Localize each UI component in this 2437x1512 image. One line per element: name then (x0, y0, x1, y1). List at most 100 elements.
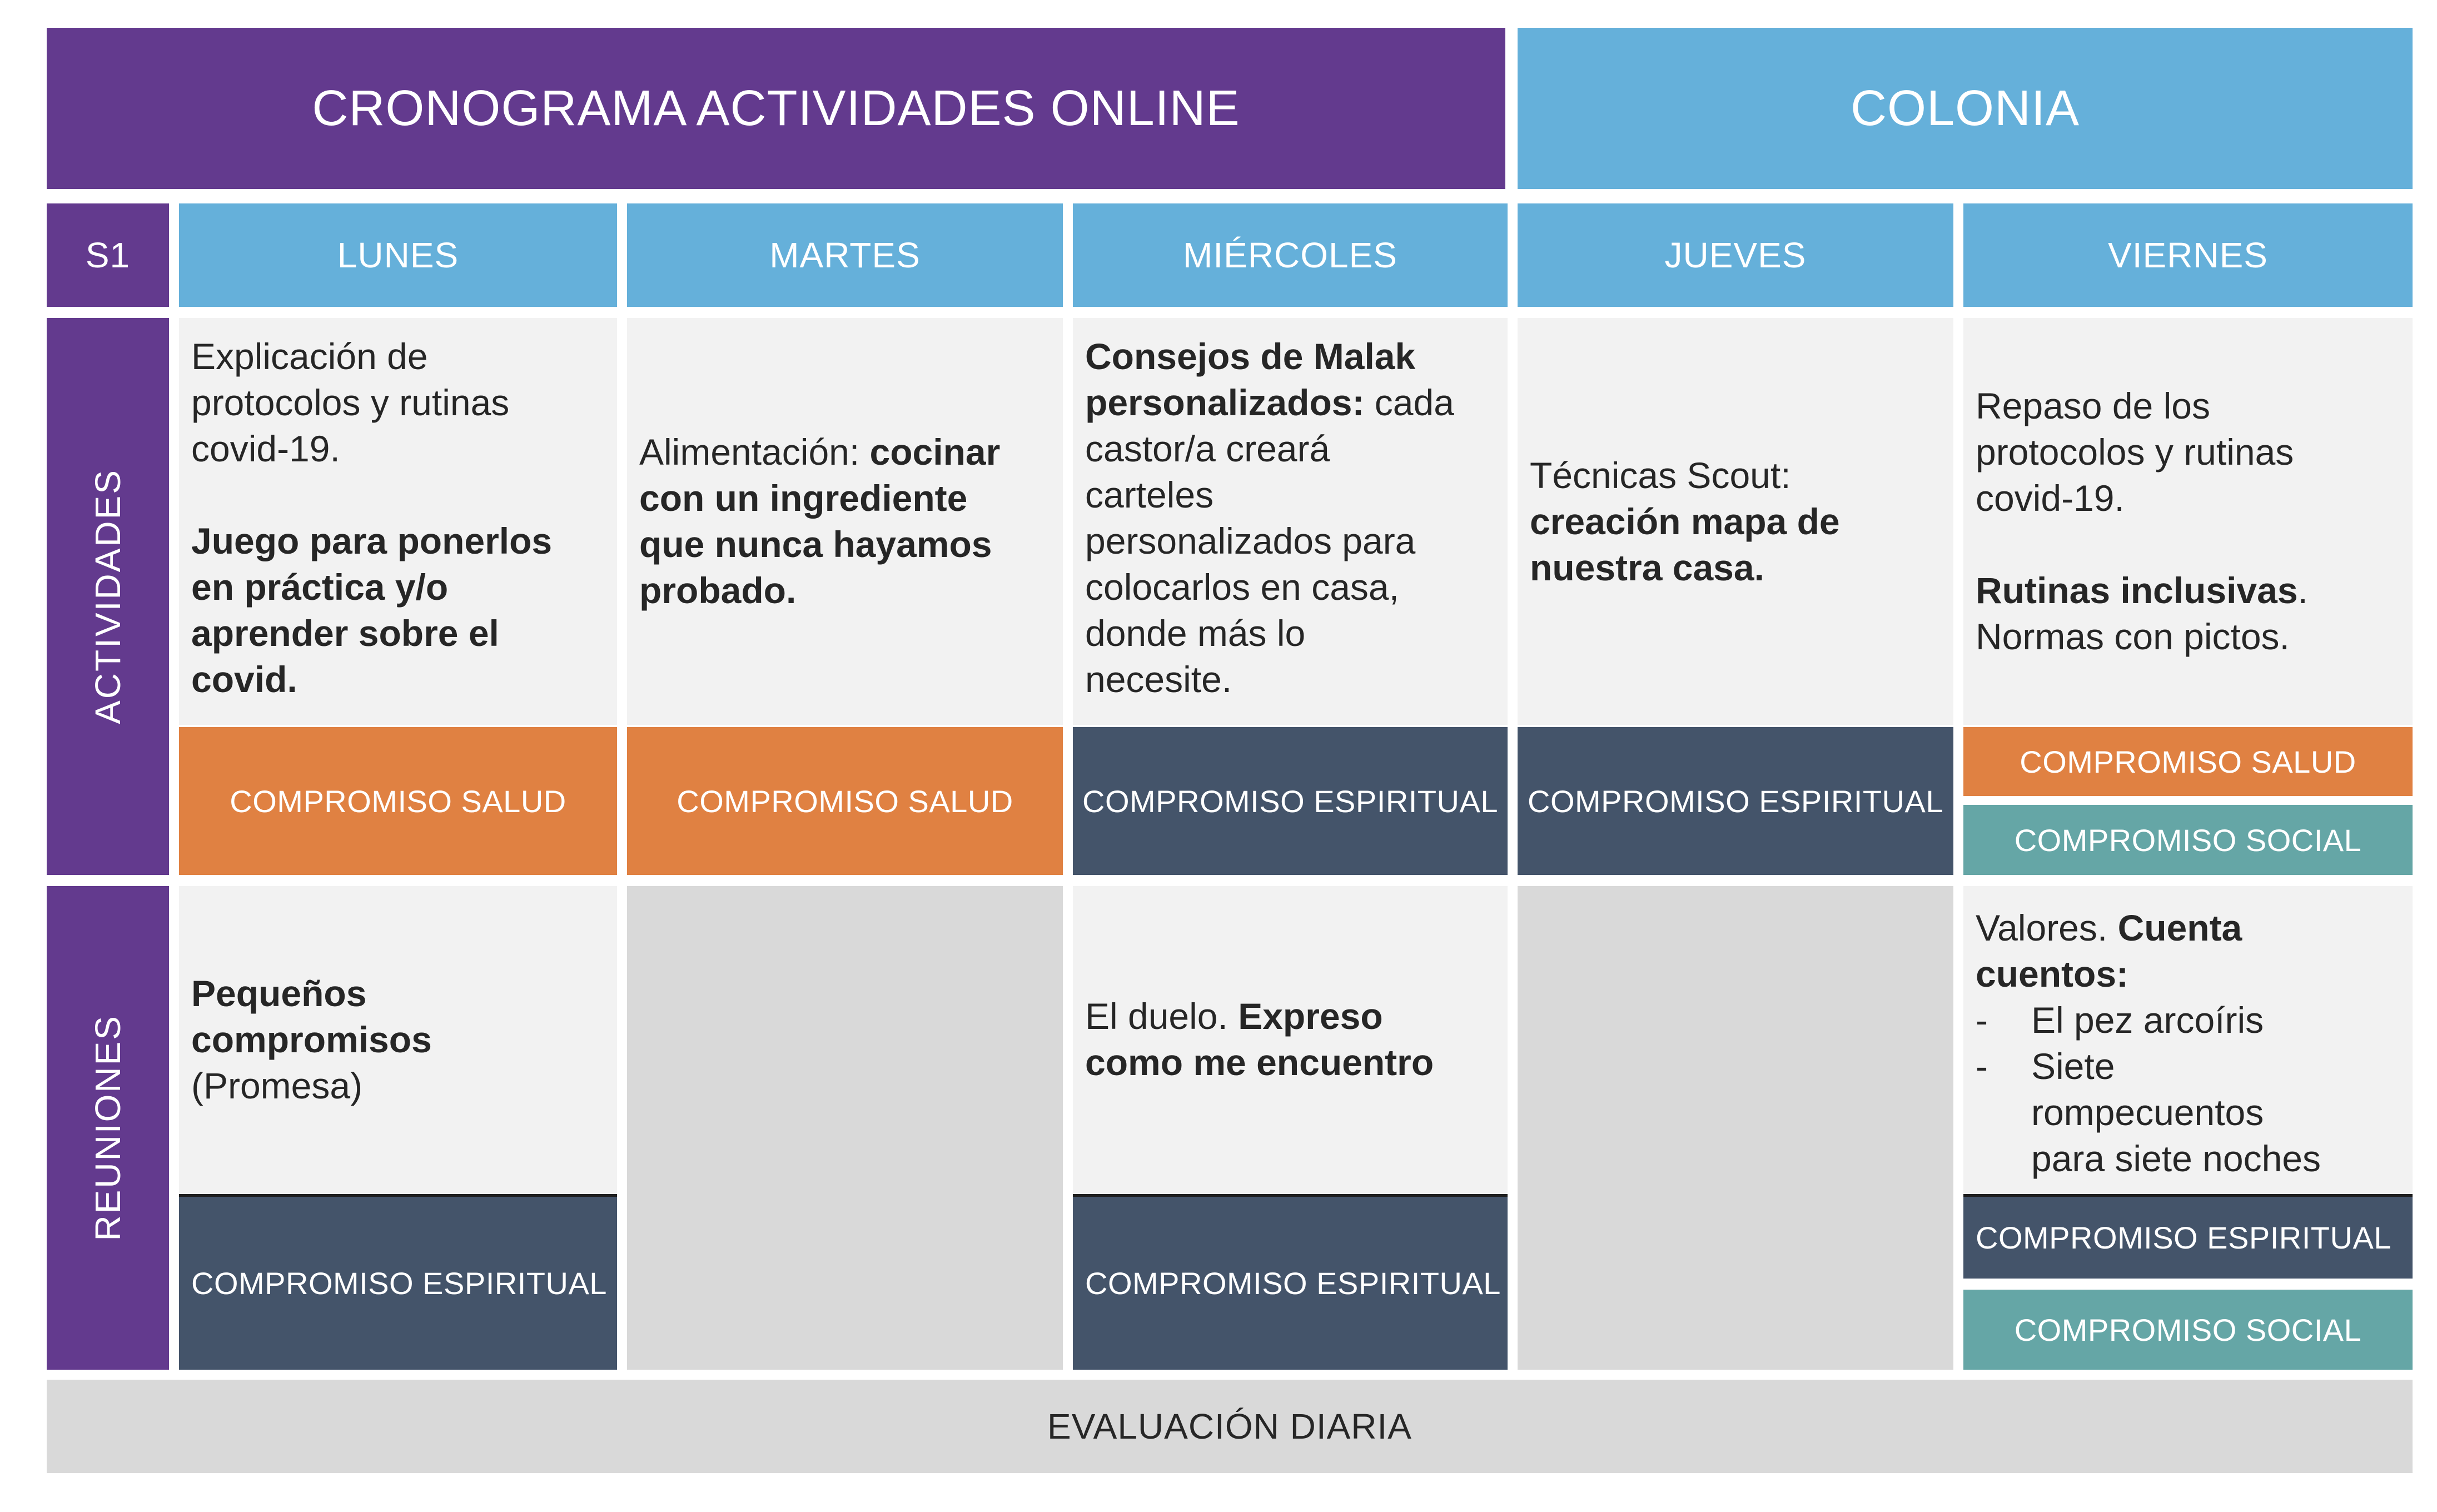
list-item-continuation: para siete noches (1976, 1136, 2400, 1182)
text-line: colocarlos en casa, (1085, 566, 1399, 608)
tag-label: COMPROMISO SOCIAL (2014, 822, 2362, 858)
meeting-lunes: Pequeños compromisos (Promesa) (179, 886, 617, 1193)
text-line: donde más lo (1085, 613, 1306, 654)
schedule-title-text: CRONOGRAMA ACTIVIDADES ONLINE (312, 80, 1240, 136)
text-line: carteles (1085, 474, 1214, 515)
meeting-martes-empty (627, 886, 1063, 1370)
text-bold: Juego para ponerlos (191, 520, 553, 561)
text-bold: creación mapa de (1530, 500, 1840, 542)
text-bold: Cuenta (2117, 907, 2242, 948)
text-bold: en práctica y/o (191, 566, 449, 608)
text-line: (Promesa) (191, 1065, 363, 1106)
colonia-header: COLONIA (1518, 28, 2413, 189)
compromiso-espiritual-tag: COMPROMISO ESPIRITUAL (179, 1194, 617, 1370)
tag-label: COMPROMISO ESPIRITUAL (1082, 783, 1498, 819)
text-line: castor/a creará (1085, 428, 1330, 469)
text-line: Valores. (1976, 907, 2118, 948)
tag-label: COMPROMISO SOCIAL (2014, 1312, 2362, 1347)
tag-label: COMPROMISO SALUD (230, 783, 566, 819)
week-label: S1 (47, 203, 169, 307)
text-bold: personalizados: (1085, 382, 1365, 423)
text-line: Explicación de (191, 336, 428, 377)
text-line: cada (1364, 382, 1454, 423)
colonia-header-text: COLONIA (1850, 80, 2080, 136)
list-item-text: El pez arcoíris (2031, 999, 2264, 1041)
day-header-martes: MARTES (627, 203, 1063, 307)
row-label-actividades: ACTIVIDADES (47, 318, 169, 875)
text-line: Repaso de los (1976, 385, 2210, 426)
text-bold: con un ingrediente (639, 478, 968, 519)
evaluacion-diaria-footer: EVALUACIÓN DIARIA (47, 1380, 2413, 1473)
text-bold: que nunca hayamos (639, 524, 992, 565)
schedule-title: CRONOGRAMA ACTIVIDADES ONLINE (47, 28, 1505, 189)
compromiso-salud-tag: COMPROMISO SALUD (179, 727, 617, 875)
compromiso-social-tag: COMPROMISO SOCIAL (1963, 805, 2413, 875)
text-line: personalizados para (1085, 520, 1416, 561)
activity-jueves: Técnicas Scout: creación mapa de nuestra… (1518, 318, 1953, 725)
activity-miercoles: Consejos de Malak personalizados: cada c… (1073, 318, 1508, 725)
text-bold: Consejos de Malak (1085, 336, 1416, 377)
compromiso-espiritual-tag: COMPROMISO ESPIRITUAL (1963, 1194, 2413, 1279)
text-line: covid-19. (1976, 478, 2125, 519)
activity-viernes: Repaso de los protocolos y rutinas covid… (1963, 318, 2413, 725)
compromiso-social-tag: COMPROMISO SOCIAL (1963, 1290, 2413, 1370)
text-line: Normas con pictos. (1976, 616, 2290, 657)
day-header-label: MIÉRCOLES (1183, 235, 1397, 275)
list-item-continuation: rompecuentos (1976, 1090, 2400, 1136)
text-line: necesite. (1085, 659, 1232, 700)
text-line: covid-19. (191, 428, 340, 469)
tag-label: COMPROMISO ESPIRITUAL (1976, 1220, 2391, 1255)
text-bold: Pequeños (191, 972, 367, 1014)
tag-label: COMPROMISO SALUD (677, 783, 1013, 819)
text-bold: como me encuentro (1085, 1042, 1434, 1083)
activity-martes: Alimentación: cocinar con un ingrediente… (627, 318, 1063, 725)
list-item-text: para siete noches (2031, 1138, 2321, 1179)
text-line: protocolos y rutinas (191, 382, 510, 423)
text-bold: compromisos (191, 1018, 432, 1060)
meeting-jueves-empty (1518, 886, 1953, 1370)
text-line: . (2297, 570, 2308, 611)
day-header-label: LUNES (337, 235, 459, 275)
day-header-viernes: VIERNES (1963, 203, 2413, 307)
tag-label: COMPROMISO ESPIRITUAL (1085, 1266, 1501, 1301)
day-header-jueves: JUEVES (1518, 203, 1953, 307)
list-dash: - (1976, 999, 1988, 1041)
text-line: Alimentación: (639, 431, 870, 472)
list-item: - Siete (1976, 1043, 2400, 1090)
day-header-lunes: LUNES (179, 203, 617, 307)
meeting-viernes: Valores. Cuenta cuentos: - El pez arcoír… (1963, 886, 2413, 1193)
meeting-miercoles: El duelo. Expreso como me encuentro (1073, 886, 1508, 1193)
text-line: Técnicas Scout: (1530, 454, 1791, 496)
text-bold: cocinar (869, 431, 1001, 472)
activity-lunes: Explicación de protocolos y rutinas covi… (179, 318, 617, 725)
text-bold: Rutinas inclusivas (1976, 570, 2298, 611)
day-header-label: MARTES (769, 235, 921, 275)
tag-label: COMPROMISO ESPIRITUAL (1528, 783, 1943, 819)
list-item: - El pez arcoíris (1976, 997, 2400, 1043)
text-bold: covid. (191, 659, 297, 700)
footer-text: EVALUACIÓN DIARIA (1047, 1406, 1412, 1446)
day-header-label: JUEVES (1664, 235, 1807, 275)
compromiso-espiritual-tag: COMPROMISO ESPIRITUAL (1073, 1194, 1508, 1370)
text-bold: aprender sobre el (191, 613, 499, 654)
row-label-text: ACTIVIDADES (88, 469, 128, 724)
day-header-miercoles: MIÉRCOLES (1073, 203, 1508, 307)
list-item-text: Siete (2031, 1046, 2115, 1087)
day-header-label: VIERNES (2108, 235, 2268, 275)
compromiso-salud-tag: COMPROMISO SALUD (627, 727, 1063, 875)
text-line: El duelo. (1085, 996, 1239, 1037)
text-bold: cuentos: (1976, 953, 2129, 994)
list-item-text: rompecuentos (2031, 1092, 2264, 1133)
compromiso-espiritual-tag: COMPROMISO ESPIRITUAL (1518, 727, 1953, 875)
row-label-reuniones: REUNIONES (47, 886, 169, 1370)
text-bold: nuestra casa. (1530, 546, 1764, 588)
week-label-text: S1 (85, 235, 131, 275)
compromiso-espiritual-tag: COMPROMISO ESPIRITUAL (1073, 727, 1508, 875)
text-bold: probado. (639, 570, 797, 611)
compromiso-salud-tag: COMPROMISO SALUD (1963, 727, 2413, 796)
text-bold: Expreso (1238, 996, 1383, 1037)
list-dash: - (1976, 1046, 1988, 1087)
tag-label: COMPROMISO SALUD (2020, 744, 2356, 779)
text-line: protocolos y rutinas (1976, 431, 2294, 472)
tag-label: COMPROMISO ESPIRITUAL (191, 1266, 607, 1301)
